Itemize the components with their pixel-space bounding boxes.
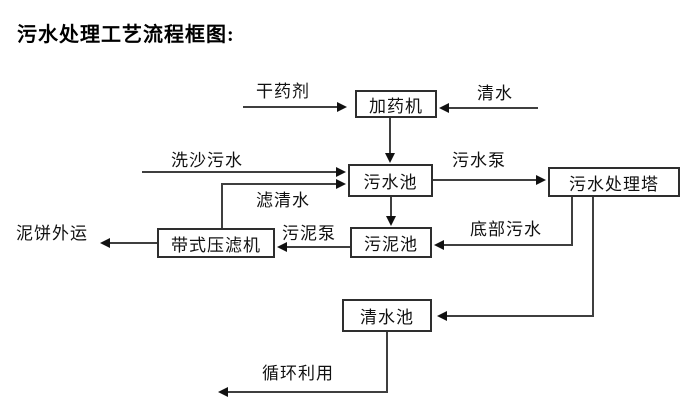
edge-filtered-water-hline [221,183,338,185]
label-recycle: 循环利用 [262,364,334,383]
label-sewage-pump: 污水泵 [452,151,506,170]
edge-bottom-sewage-vline [571,197,573,246]
edge-recycle-vline [386,332,388,392]
arrowhead-icon [386,216,396,226]
arrowhead-icon [100,238,110,248]
label-clean-water: 清水 [477,84,513,103]
node-sludge-pool: 污泥池 [350,227,432,258]
edge-clean-water-line [448,107,538,109]
arrowhead-icon [439,103,449,113]
arrowhead-icon [218,387,228,397]
edge-tower-to-clean-hline [446,315,594,317]
edge-sludge-pump-line [286,246,350,248]
label-dry-agent: 干药剂 [256,82,310,101]
diagram-title: 污水处理工艺流程框图: [17,24,235,46]
edge-filtered-water-vline [221,183,223,228]
label-filtered-water: 滤清水 [256,191,310,210]
label-sand-washing-sewage: 洗沙污水 [171,151,243,170]
arrowhead-icon [434,240,444,250]
node-belt-filter-press: 带式压滤机 [157,228,275,258]
node-clean-water-pool: 清水池 [342,299,432,332]
label-sludge-pump: 污泥泵 [282,224,336,243]
edge-recycle-hline [227,391,388,393]
arrowhead-icon [277,242,287,252]
node-treatment-tower: 污水处理塔 [548,167,680,197]
edge-sewage-to-sludge-line [390,197,392,218]
arrowhead-icon [536,175,546,185]
edge-dosing-to-sewage-line [389,118,391,156]
arrowhead-icon [336,179,346,189]
arrowhead-icon [336,167,346,177]
edge-tower-to-clean-vline [592,197,594,317]
edge-mud-cake-line [109,242,157,244]
label-mud-cake-out: 泥饼外运 [16,224,88,243]
node-sewage-pool: 污水池 [348,164,433,197]
node-dosing-machine: 加药机 [355,90,437,118]
edge-sewage-pump-line [433,179,537,181]
edge-dry-agent-line [243,106,339,108]
edge-bottom-sewage-hline [443,244,573,246]
arrowhead-icon [437,311,447,321]
arrowhead-icon [337,102,347,112]
edge-sand-washing-line [142,171,338,173]
label-bottom-sewage: 底部污水 [470,220,542,239]
arrowhead-icon [385,153,395,163]
